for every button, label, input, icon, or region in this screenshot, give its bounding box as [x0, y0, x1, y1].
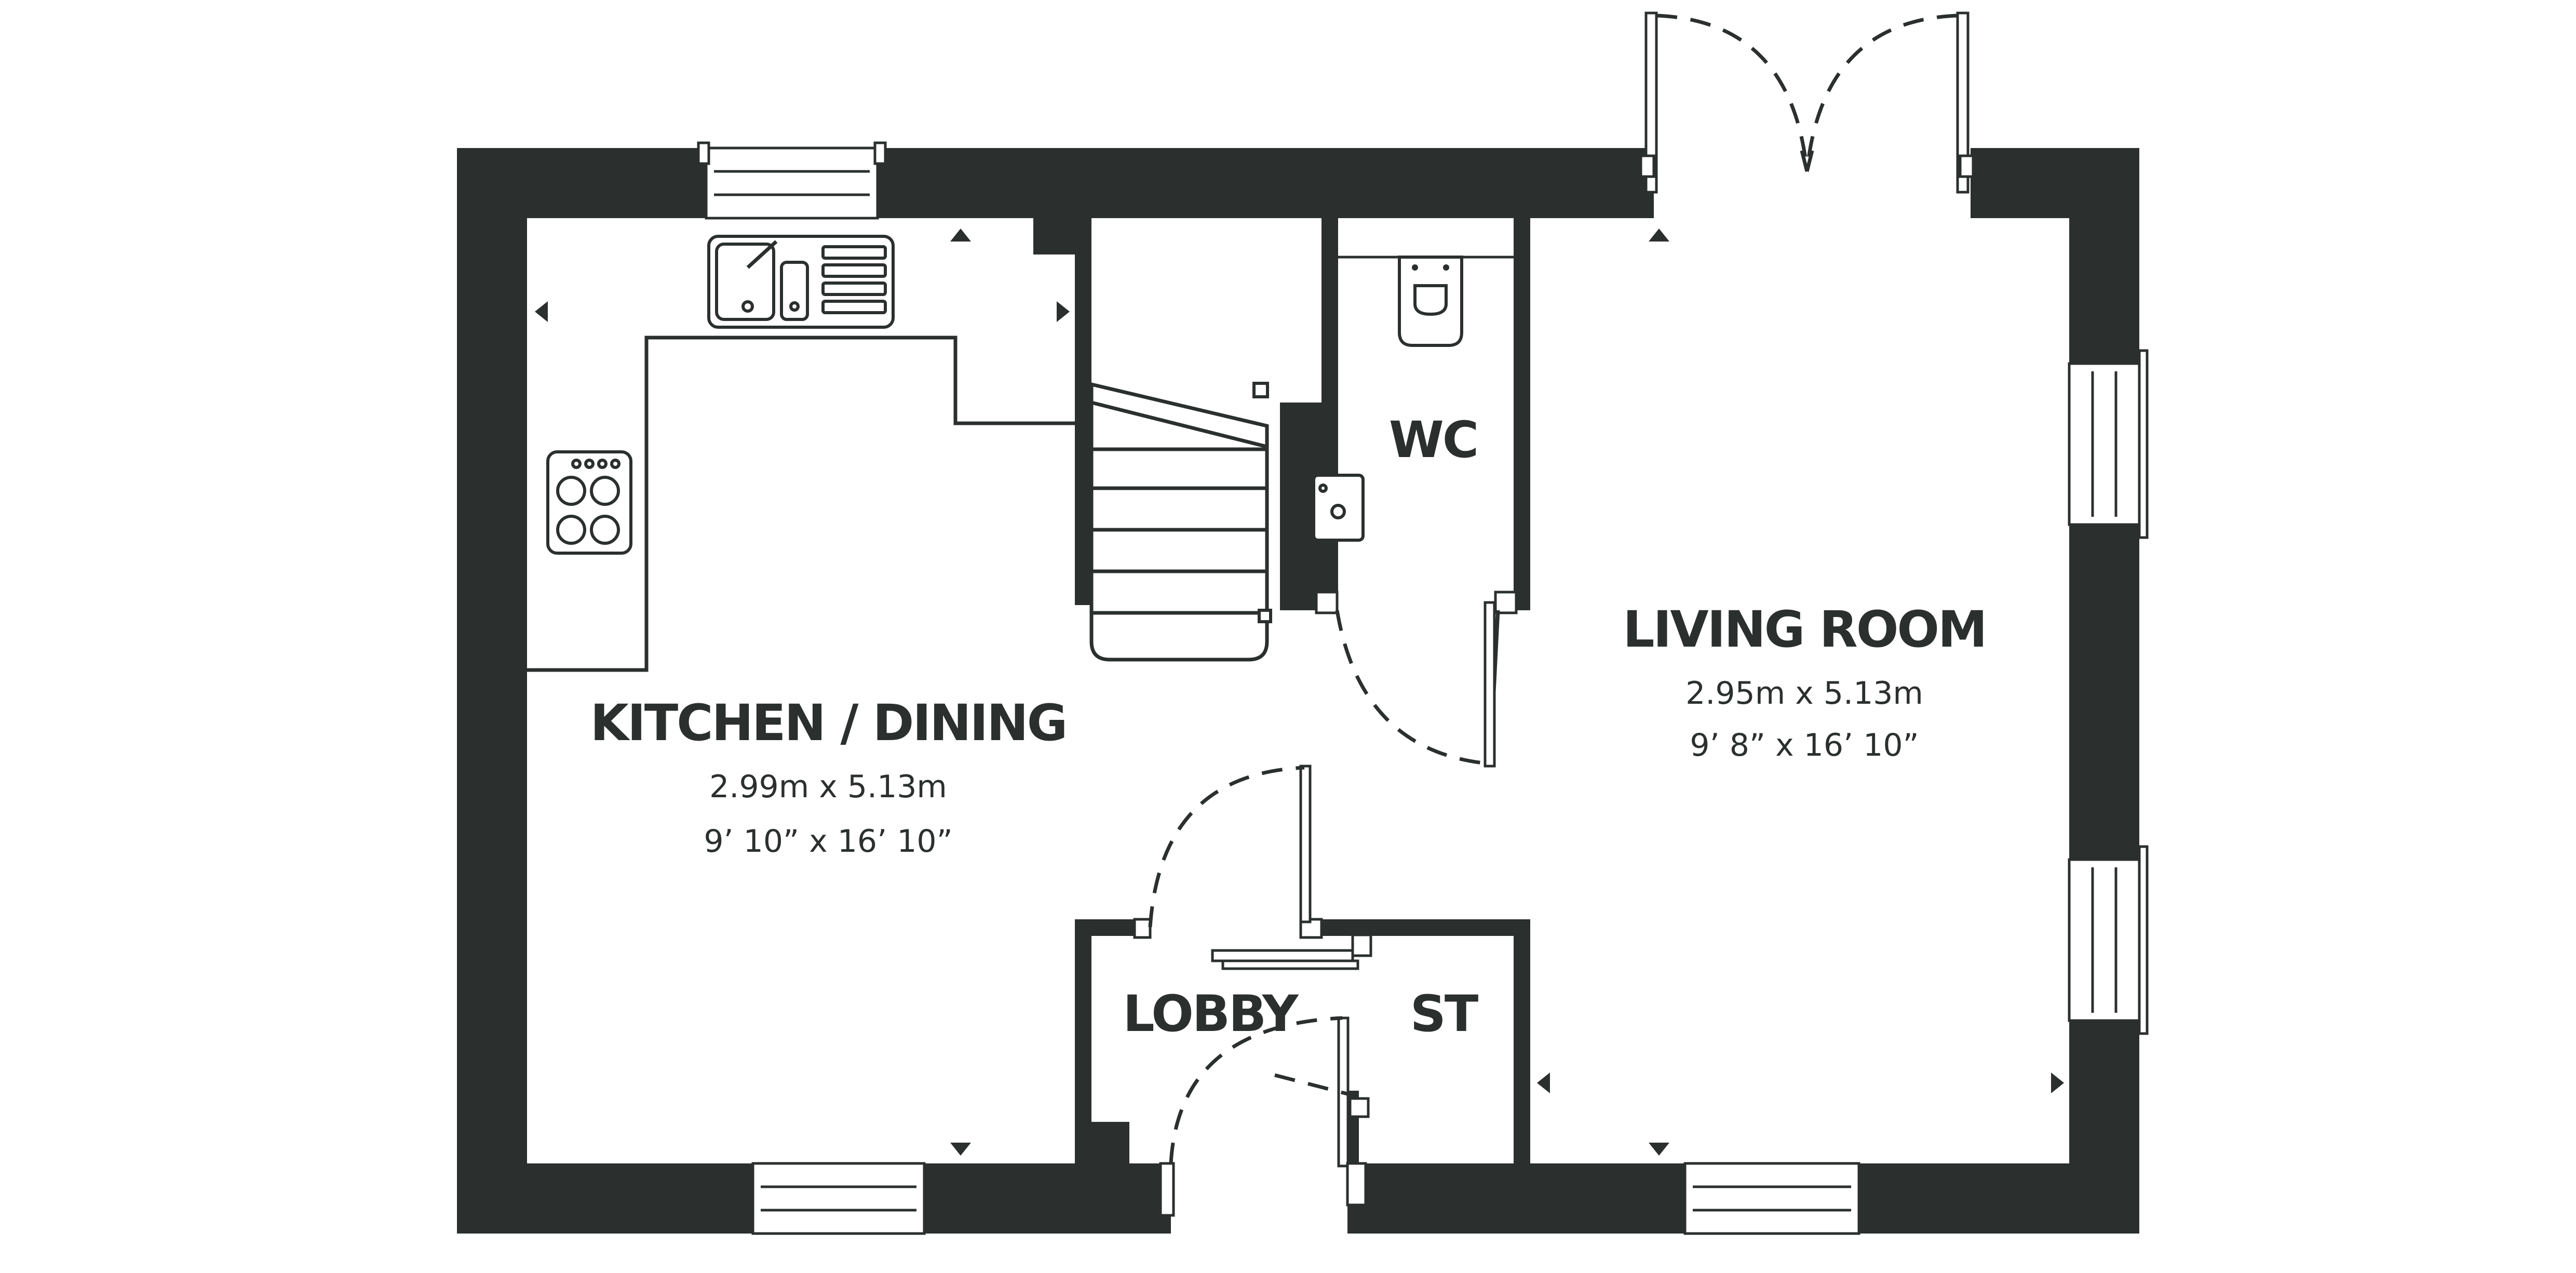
dimension-arrows [535, 229, 2064, 1156]
hob-icon [546, 450, 632, 555]
external-walls [457, 148, 2139, 1234]
wc-name: WC [1389, 411, 1477, 469]
basin-icon [1312, 474, 1365, 542]
room-labels: KITCHEN / DINING 2.99m x 5.13m 9’ 10” x … [590, 411, 1988, 1043]
living-metric: 2.95m x 5.13m [1685, 675, 1923, 712]
kitchen-worktop [527, 336, 1075, 672]
sink-icon [707, 235, 895, 329]
store-name: ST [1410, 985, 1478, 1043]
windows [697, 141, 2149, 1235]
living-name: LIVING ROOM [1623, 600, 1986, 659]
living-imperial: 9’ 8” x 16’ 10” [1690, 727, 1919, 763]
lobby-name: LOBBY [1123, 985, 1299, 1043]
kitchen-metric: 2.99m x 5.13m [709, 769, 947, 805]
doors [1133, 591, 1518, 1217]
kitchen-imperial: 9’ 10” x 16’ 10” [704, 823, 952, 860]
toilet-icon [1338, 256, 1514, 347]
french-doors [1639, 11, 1975, 194]
staircase [1089, 382, 1272, 662]
kitchen-name: KITCHEN / DINING [590, 694, 1067, 752]
